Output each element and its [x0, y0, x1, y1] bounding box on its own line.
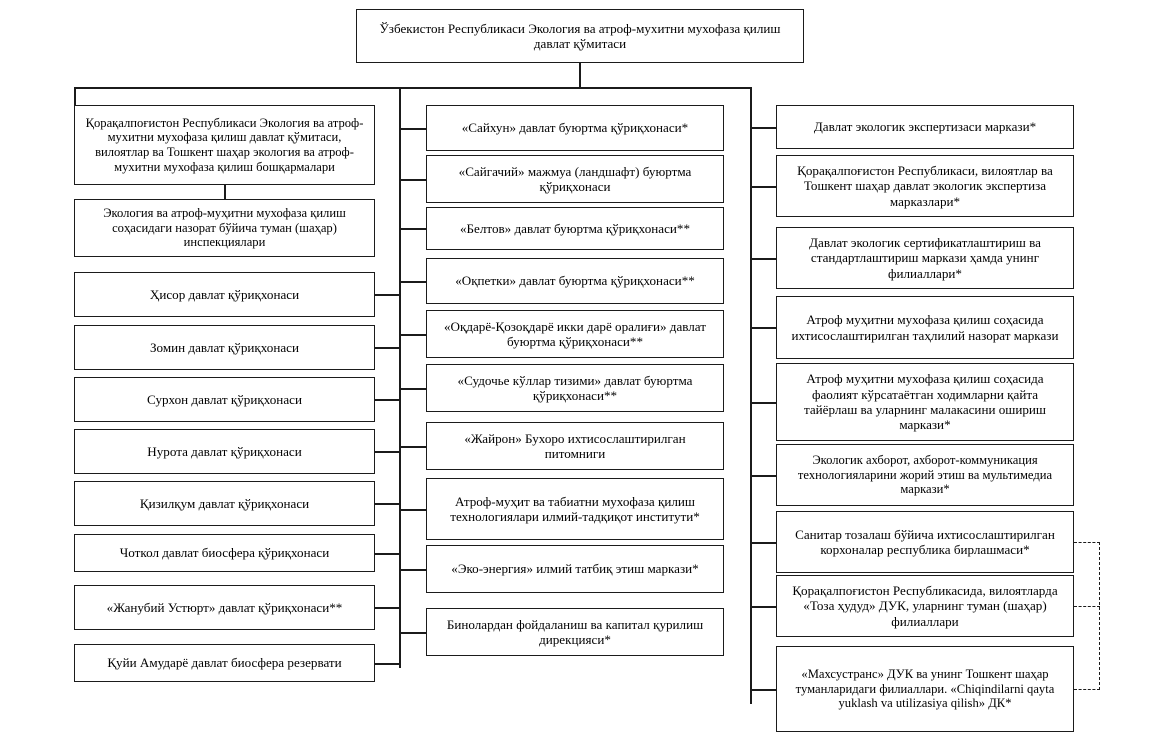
connector-middle-stub-5: [399, 334, 426, 336]
middle-box-2: «Сайгачий» мажмуа (ландшафт) буюртма қўр…: [426, 155, 724, 203]
connector-right-stub-7: [750, 542, 776, 544]
connector-middle-stub-9: [399, 569, 426, 571]
right-box-4: Атроф муҳитни мухофаза қилиш соҳасида их…: [776, 296, 1074, 359]
connector-right-stub-3: [750, 258, 776, 260]
page-title: Ўзбекистон Республикаси Экология ва атро…: [379, 20, 781, 51]
connector-right-spine: [750, 87, 752, 704]
connector-right-stub-9: [750, 689, 776, 691]
connector-middle-stub-1: [399, 128, 426, 130]
left-box-4: Зомин давлат қўриқхонаси: [74, 325, 375, 370]
connector-left-stub-8: [375, 553, 400, 555]
connector-left-stub-7: [375, 503, 400, 505]
connector-left-stub-10: [375, 663, 400, 665]
connector-middle-stub-3: [399, 228, 426, 230]
middle-box-3: «Белтов» давлат буюртма қўриқхонаси**: [426, 207, 724, 250]
connector-dashed-stub-8: [1074, 606, 1100, 607]
connector-dashed-stub-9: [1074, 689, 1100, 690]
connector-middle-stub-2: [399, 179, 426, 181]
right-box-2: Қорақалпоғистон Республикаси, вилоятлар …: [776, 155, 1074, 217]
middle-box-6: «Судочье кўллар тизими» давлат буюртма қ…: [426, 364, 724, 412]
left-box-10: Қуйи Амударё давлат биосфера резервати: [74, 644, 375, 682]
right-box-3: Давлат экологик сертификатлаштириш ва ст…: [776, 227, 1074, 289]
connector-left-1-2: [224, 185, 226, 200]
connector-middle-stub-10: [399, 632, 426, 634]
left-box-2: Экология ва атроф-муҳитни мухофаза қилиш…: [74, 199, 375, 257]
connector-middle-stub-6: [399, 388, 426, 390]
middle-box-8: Атроф-муҳит ва табиатни мухофаза қилиш т…: [426, 478, 724, 540]
connector-middle-stub-7: [399, 446, 426, 448]
connector-left-stub-6: [375, 451, 400, 453]
left-box-8: Чоткол давлат биосфера қўриқхонаси: [74, 534, 375, 572]
connector-left-stub-9: [375, 607, 400, 609]
left-box-5: Сурхон давлат қўриқхонаси: [74, 377, 375, 422]
right-box-9: «Махсустранс» ДУК ва унинг Тошкент шаҳар…: [776, 646, 1074, 732]
connector-middle-stub-8: [399, 509, 426, 511]
middle-box-9: «Эко-энергия» илмий татбиқ этиш маркази*: [426, 545, 724, 593]
connector-right-stub-4: [750, 327, 776, 329]
middle-box-4: «Оқпетки» давлат буюртма қўриқхонаси**: [426, 258, 724, 304]
connector-right-stub-8: [750, 606, 776, 608]
connector-right-stub-5: [750, 402, 776, 404]
middle-box-1: «Сайхун» давлат буюртма қўриқхонаси*: [426, 105, 724, 151]
right-box-6: Экологик ахборот, ахборот-коммуникация т…: [776, 444, 1074, 506]
connector-dashed-stub-7: [1074, 542, 1100, 543]
left-box-6: Нурота давлат қўриқхонаси: [74, 429, 375, 474]
middle-box-5: «Оқдарё-Қозоқдарё икки дарё оралиғи» дав…: [426, 310, 724, 358]
middle-box-7: «Жайрон» Бухоро ихтисослаштирилган питом…: [426, 422, 724, 470]
connector-right-stub-2: [750, 186, 776, 188]
connector-right-stub-6: [750, 475, 776, 477]
right-box-1: Давлат экологик экспертизаси маркази*: [776, 105, 1074, 149]
left-box-3: Ҳисор давлат қўриқхонаси: [74, 272, 375, 317]
connector-right-stub-1: [750, 127, 776, 129]
connector-main-trunk: [74, 87, 751, 89]
left-box-1: Қорақалпоғистон Республикаси Экология ва…: [74, 105, 375, 185]
connector-left-stub-5: [375, 399, 400, 401]
right-box-8: Қорақалпоғистон Республикасида, вилоятла…: [776, 575, 1074, 637]
connector-left-stub-3: [375, 294, 400, 296]
connector-dashed-spine: [1099, 542, 1100, 690]
connector-left-stub-4: [375, 347, 400, 349]
right-box-7: Санитар тозалаш бўйича ихтисослаштирилга…: [776, 511, 1074, 573]
connector-left-drop: [74, 87, 76, 107]
left-box-9: «Жанубий Устюрт» давлат қўриқхонаси**: [74, 585, 375, 630]
root-title-box: Ўзбекистон Республикаси Экология ва атро…: [356, 9, 804, 63]
middle-box-10: Бинолардан фойдаланиш ва капитал қурилиш…: [426, 608, 724, 656]
connector-middle-stub-4: [399, 281, 426, 283]
connector-root-stem: [579, 63, 581, 88]
left-box-7: Қизилқум давлат қўриқхонаси: [74, 481, 375, 526]
right-box-5: Атроф муҳитни мухофаза қилиш соҳасида фа…: [776, 363, 1074, 441]
connector-middle-spine: [399, 87, 401, 647]
